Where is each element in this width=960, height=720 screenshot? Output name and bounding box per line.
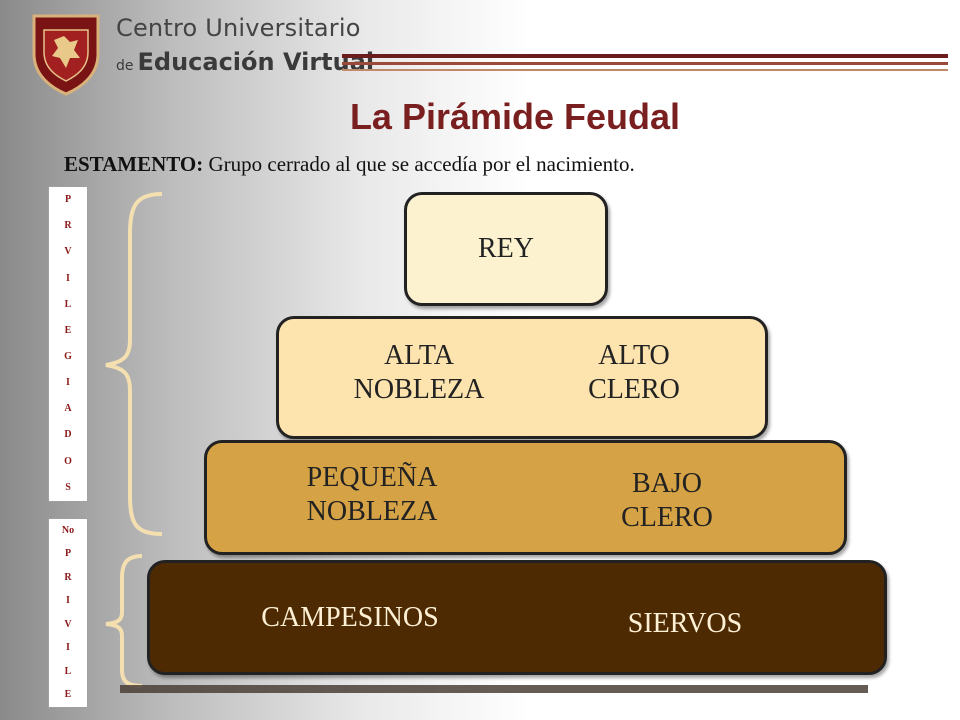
subtitle: ESTAMENTO: Grupo cerrado al que se acced… bbox=[64, 152, 635, 177]
nonprivileged-letter: P bbox=[64, 548, 72, 560]
nonprivileged-letter: I bbox=[66, 642, 70, 654]
label-clero: CLERO bbox=[621, 502, 713, 533]
privileged-letter: R bbox=[64, 220, 72, 232]
privileged-letter: D bbox=[64, 429, 72, 441]
header-stripe-1 bbox=[342, 54, 948, 58]
privileged-letter: P bbox=[64, 194, 72, 206]
label-bajo: BAJO bbox=[631, 468, 702, 499]
privileged-label: P R V I L E G I A D O S bbox=[48, 186, 88, 502]
nonprivileged-letter: No bbox=[61, 524, 75, 536]
privileged-letter: O bbox=[64, 455, 72, 467]
label-alta-nobleza: ALTA NOBLEZA bbox=[319, 339, 519, 407]
tier-campesinos-siervos: CAMPESINOS SIERVOS bbox=[147, 560, 887, 675]
base-shadow bbox=[120, 685, 868, 693]
nonprivileged-letter: L bbox=[64, 665, 72, 677]
label-alto-clero: ALTO CLERO bbox=[534, 339, 734, 407]
tier-rey: REY bbox=[404, 192, 608, 306]
brand-line2-prefix: de bbox=[116, 58, 134, 74]
nonprivileged-brace bbox=[105, 554, 143, 688]
nonprivileged-letter: E bbox=[64, 689, 72, 701]
privileged-letter: G bbox=[64, 351, 72, 363]
tier-alta-nobleza-alto-clero: ALTA NOBLEZA ALTO CLERO bbox=[276, 316, 768, 439]
subtitle-definition: Grupo cerrado al que se accedía por el n… bbox=[203, 152, 635, 176]
nonprivileged-label: No P R I V I L E bbox=[48, 518, 88, 708]
privileged-letter: L bbox=[64, 298, 72, 310]
privileged-letter: E bbox=[64, 324, 72, 336]
label-campesinos: CAMPESINOS bbox=[261, 602, 439, 633]
label-bajo-clero: BAJO CLERO bbox=[567, 467, 767, 535]
privileged-letter: V bbox=[64, 246, 72, 258]
privileged-letter: I bbox=[66, 377, 70, 389]
privileged-brace bbox=[105, 192, 163, 536]
page-title: La Pirámide Feudal bbox=[349, 96, 681, 137]
header-stripe-3 bbox=[342, 69, 948, 71]
label-siervos: SIERVOS bbox=[627, 608, 743, 639]
label-alto: ALTO bbox=[598, 340, 670, 371]
nonprivileged-letter: R bbox=[64, 571, 72, 583]
privileged-letter: S bbox=[65, 481, 71, 493]
label-pequena-nobleza: PEQUEÑA NOBLEZA bbox=[272, 461, 472, 529]
nonprivileged-letter: V bbox=[64, 618, 72, 630]
tier-pequena-nobleza-bajo-clero: PEQUEÑA NOBLEZA BAJO CLERO bbox=[204, 440, 847, 555]
label-nobleza: NOBLEZA bbox=[353, 374, 485, 405]
label-pequena: PEQUEÑA bbox=[306, 462, 438, 493]
label-nobleza: NOBLEZA bbox=[306, 496, 438, 527]
subtitle-term: ESTAMENTO: bbox=[64, 152, 204, 176]
brand-line2-text: Educación Virtual bbox=[137, 48, 375, 76]
label-clero: CLERO bbox=[588, 374, 680, 405]
university-shield-logo bbox=[32, 14, 100, 96]
privileged-letter: I bbox=[66, 272, 70, 284]
label-rey: REY bbox=[478, 233, 534, 264]
brand-line1: Centro Universitario bbox=[116, 14, 361, 42]
header-stripe-2 bbox=[342, 62, 948, 65]
nonprivileged-letter: I bbox=[66, 595, 70, 607]
privileged-letter: A bbox=[64, 403, 72, 415]
label-alta: ALTA bbox=[384, 340, 454, 371]
